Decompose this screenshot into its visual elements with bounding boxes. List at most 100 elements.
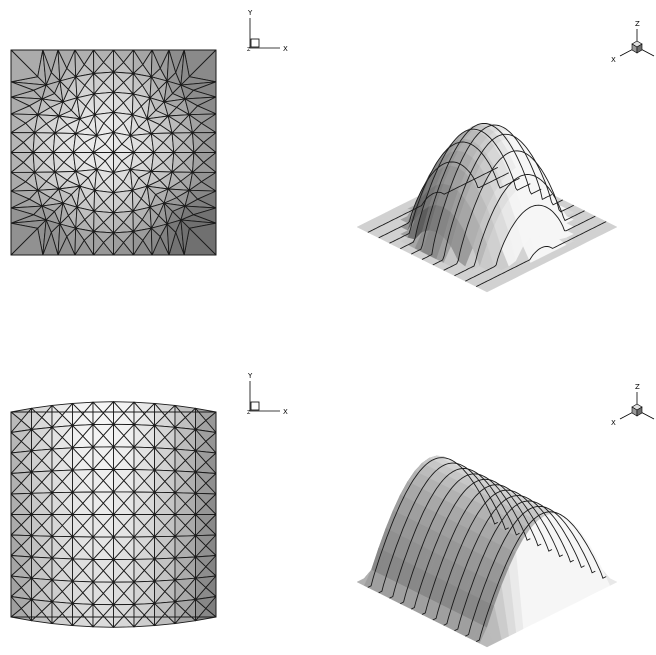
mesh-triangle xyxy=(52,132,65,153)
mesh-line xyxy=(367,166,499,233)
mesh-triangle xyxy=(113,192,124,214)
mesh-triangle xyxy=(129,135,144,153)
mesh-triangle xyxy=(133,401,145,426)
mesh-triangle xyxy=(166,223,177,256)
mesh-triangle xyxy=(31,577,43,600)
z-axis-label: Z xyxy=(635,383,640,391)
mesh-line xyxy=(465,204,596,282)
mesh-triangle xyxy=(51,404,63,428)
mesh-triangle xyxy=(93,189,105,212)
z-axis-label: Z xyxy=(247,410,251,416)
x-axis-label: X xyxy=(611,56,616,64)
mesh-triangle xyxy=(195,556,207,579)
mesh-triangle xyxy=(133,581,145,605)
mesh-triangle xyxy=(163,80,173,103)
mesh-topview-2: YXZ xyxy=(10,372,288,628)
axis-origin-box xyxy=(250,38,260,48)
mesh-triangle xyxy=(37,98,51,116)
mesh-triangle xyxy=(132,231,144,256)
mesh-line xyxy=(389,468,520,599)
mesh-triangle xyxy=(113,212,124,234)
mesh-line xyxy=(421,484,553,615)
mesh-triangle xyxy=(51,535,63,559)
mesh-triangle xyxy=(92,514,104,538)
surface-lines xyxy=(367,122,607,288)
mesh-triangle xyxy=(75,206,86,229)
mesh-group xyxy=(10,401,217,628)
mesh-line xyxy=(389,141,520,244)
mesh-triangle xyxy=(113,514,125,538)
mesh-triangle xyxy=(92,536,104,560)
mesh-triangle xyxy=(195,492,207,515)
mesh-triangle xyxy=(150,152,164,172)
mesh-triangle xyxy=(146,185,157,208)
mesh-triangle xyxy=(154,402,166,427)
mesh-triangle xyxy=(72,602,84,627)
mesh-line xyxy=(432,489,564,621)
mesh-triangle xyxy=(76,97,87,120)
mesh-triangle xyxy=(195,514,207,537)
mesh-border xyxy=(10,49,217,256)
mesh-triangle xyxy=(154,536,166,560)
mesh-triangle xyxy=(31,429,43,452)
mesh-triangle xyxy=(113,468,125,493)
mesh-triangle xyxy=(132,210,143,232)
mesh-triangle xyxy=(72,580,84,604)
mesh-triangle xyxy=(31,471,43,494)
mesh-triangle xyxy=(58,101,72,117)
mesh-triangle xyxy=(92,581,104,605)
mesh-triangle xyxy=(180,219,190,256)
mesh-triangle xyxy=(72,469,84,493)
mesh-group xyxy=(10,49,217,256)
mesh-triangle xyxy=(192,132,205,153)
mesh-triangle xyxy=(154,514,166,538)
surface-group xyxy=(356,122,618,293)
mesh-triangle xyxy=(195,450,207,473)
axis-triad-3d: ZX xyxy=(611,20,655,64)
mesh-triangle xyxy=(174,404,186,428)
mesh-triangle xyxy=(154,425,166,449)
mesh-triangle xyxy=(146,118,161,135)
mesh-triangle xyxy=(57,223,68,256)
triad-cube-right xyxy=(636,406,643,417)
mesh-triangle xyxy=(154,602,166,627)
mesh-triangle xyxy=(92,491,104,515)
mesh-triangle xyxy=(132,49,144,74)
mesh-triangle xyxy=(195,599,207,622)
mesh-triangle xyxy=(59,202,69,225)
mesh-triangle xyxy=(154,580,166,604)
mesh-triangle xyxy=(113,71,124,93)
mesh-triangle xyxy=(72,425,84,449)
mesh-triangle xyxy=(32,152,45,173)
mesh-line xyxy=(432,133,564,266)
axis-triad-2d: YXZ xyxy=(247,372,288,416)
mesh-triangle xyxy=(163,188,178,204)
mesh-triangle xyxy=(92,558,104,583)
mesh-topview-1: YXZ xyxy=(10,9,288,256)
mesh-triangle xyxy=(113,401,125,425)
mesh-triangle xyxy=(41,205,55,221)
mesh-triangle xyxy=(195,429,207,452)
mesh-triangle xyxy=(180,205,194,221)
mesh-triangle xyxy=(31,492,43,515)
mesh-triangle xyxy=(154,447,166,471)
mesh-triangle xyxy=(133,514,145,538)
mesh-triangle xyxy=(113,131,123,153)
mesh-triangle xyxy=(76,185,87,208)
mesh-triangle xyxy=(72,152,85,172)
mesh-triangle xyxy=(51,492,63,515)
mesh-triangle xyxy=(54,171,68,190)
mesh-triangle xyxy=(31,556,43,579)
surface-facet xyxy=(479,627,495,648)
mesh-triangle xyxy=(72,402,84,427)
mesh-triangle xyxy=(154,491,166,515)
mesh-triangle xyxy=(72,558,84,582)
mesh-line xyxy=(378,161,509,239)
mesh-triangle xyxy=(192,152,205,173)
mesh-triangle xyxy=(167,171,182,190)
mesh-triangle xyxy=(74,49,85,78)
mesh-triangle xyxy=(58,188,72,204)
mesh-triangle xyxy=(32,132,45,153)
mesh-triangle xyxy=(133,424,145,448)
